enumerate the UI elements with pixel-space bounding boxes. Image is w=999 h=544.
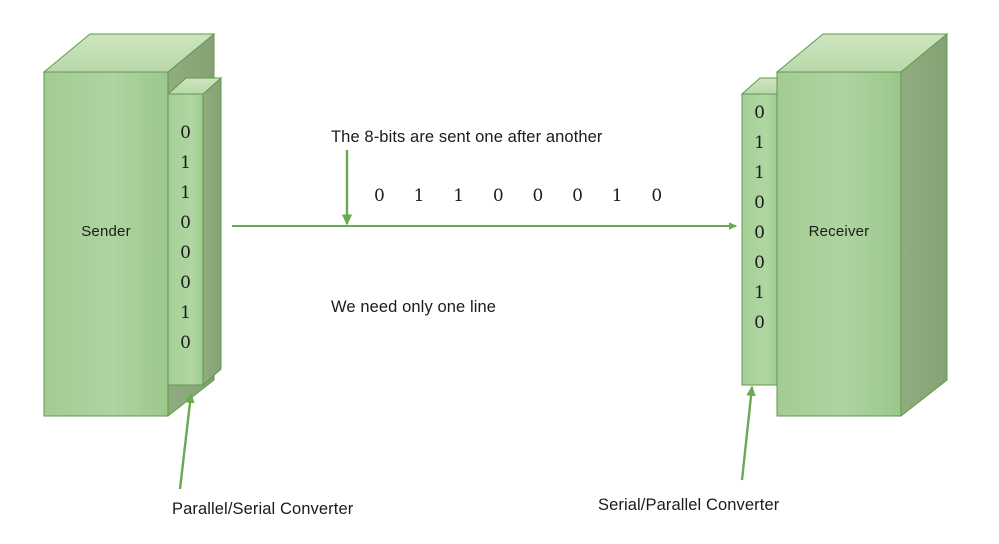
parallel-serial-converter-label: Parallel/Serial Converter: [172, 500, 354, 518]
sender-label: Sender: [81, 223, 131, 240]
sender-column-side-face: [202, 76, 222, 387]
one-line-note-text: We need only one line: [331, 298, 497, 316]
receiver-bit-1: 1: [754, 133, 765, 153]
receiver-label: Receiver: [808, 223, 870, 240]
serial-parallel-converter-label: Serial/Parallel Converter: [598, 496, 780, 514]
sender-serial-column: [166, 76, 223, 387]
receiver-serial-column: [740, 77, 797, 386]
serial-parallel-converter-arrow: [740, 385, 756, 481]
parallel-serial-converter-arrow: [178, 392, 195, 490]
sender-column-front-face: [167, 93, 204, 386]
sender-bit-4: 0: [180, 243, 191, 263]
receiver-bit-5: 0: [754, 253, 765, 273]
sender-bit-5: 0: [180, 273, 191, 293]
receiver-box-front-face: [776, 71, 902, 417]
receiver-column-front-face: [741, 93, 778, 386]
sender-bit-2: 1: [180, 183, 191, 203]
receiver-bit-3: 0: [754, 193, 765, 213]
receiver-bit-2: 1: [754, 163, 765, 183]
sender-bit-3: 0: [180, 213, 191, 233]
serial-bit-stream: 0 1 1 0 0 0 1 0: [374, 186, 669, 206]
sender-bit-6: 1: [180, 303, 191, 323]
receiver-box: [775, 32, 949, 418]
sender-bit-1: 1: [180, 153, 191, 173]
receiver-box-side-face: [900, 32, 948, 418]
sent-note-text: The 8-bits are sent one after another: [331, 128, 603, 146]
receiver-bit-0: 0: [754, 103, 765, 123]
receiver-bit-7: 0: [754, 313, 765, 333]
receiver-bit-4: 0: [754, 223, 765, 243]
sender-bit-7: 0: [180, 333, 191, 353]
sender-box-front-face: [43, 71, 169, 417]
receiver-bit-column: 0 1 1 0 0 0 1 0: [742, 98, 777, 338]
sender-bit-0: 0: [180, 123, 191, 143]
sender-bit-column: 0 1 1 0 0 0 1 0: [168, 118, 203, 358]
receiver-bit-6: 1: [754, 283, 765, 303]
